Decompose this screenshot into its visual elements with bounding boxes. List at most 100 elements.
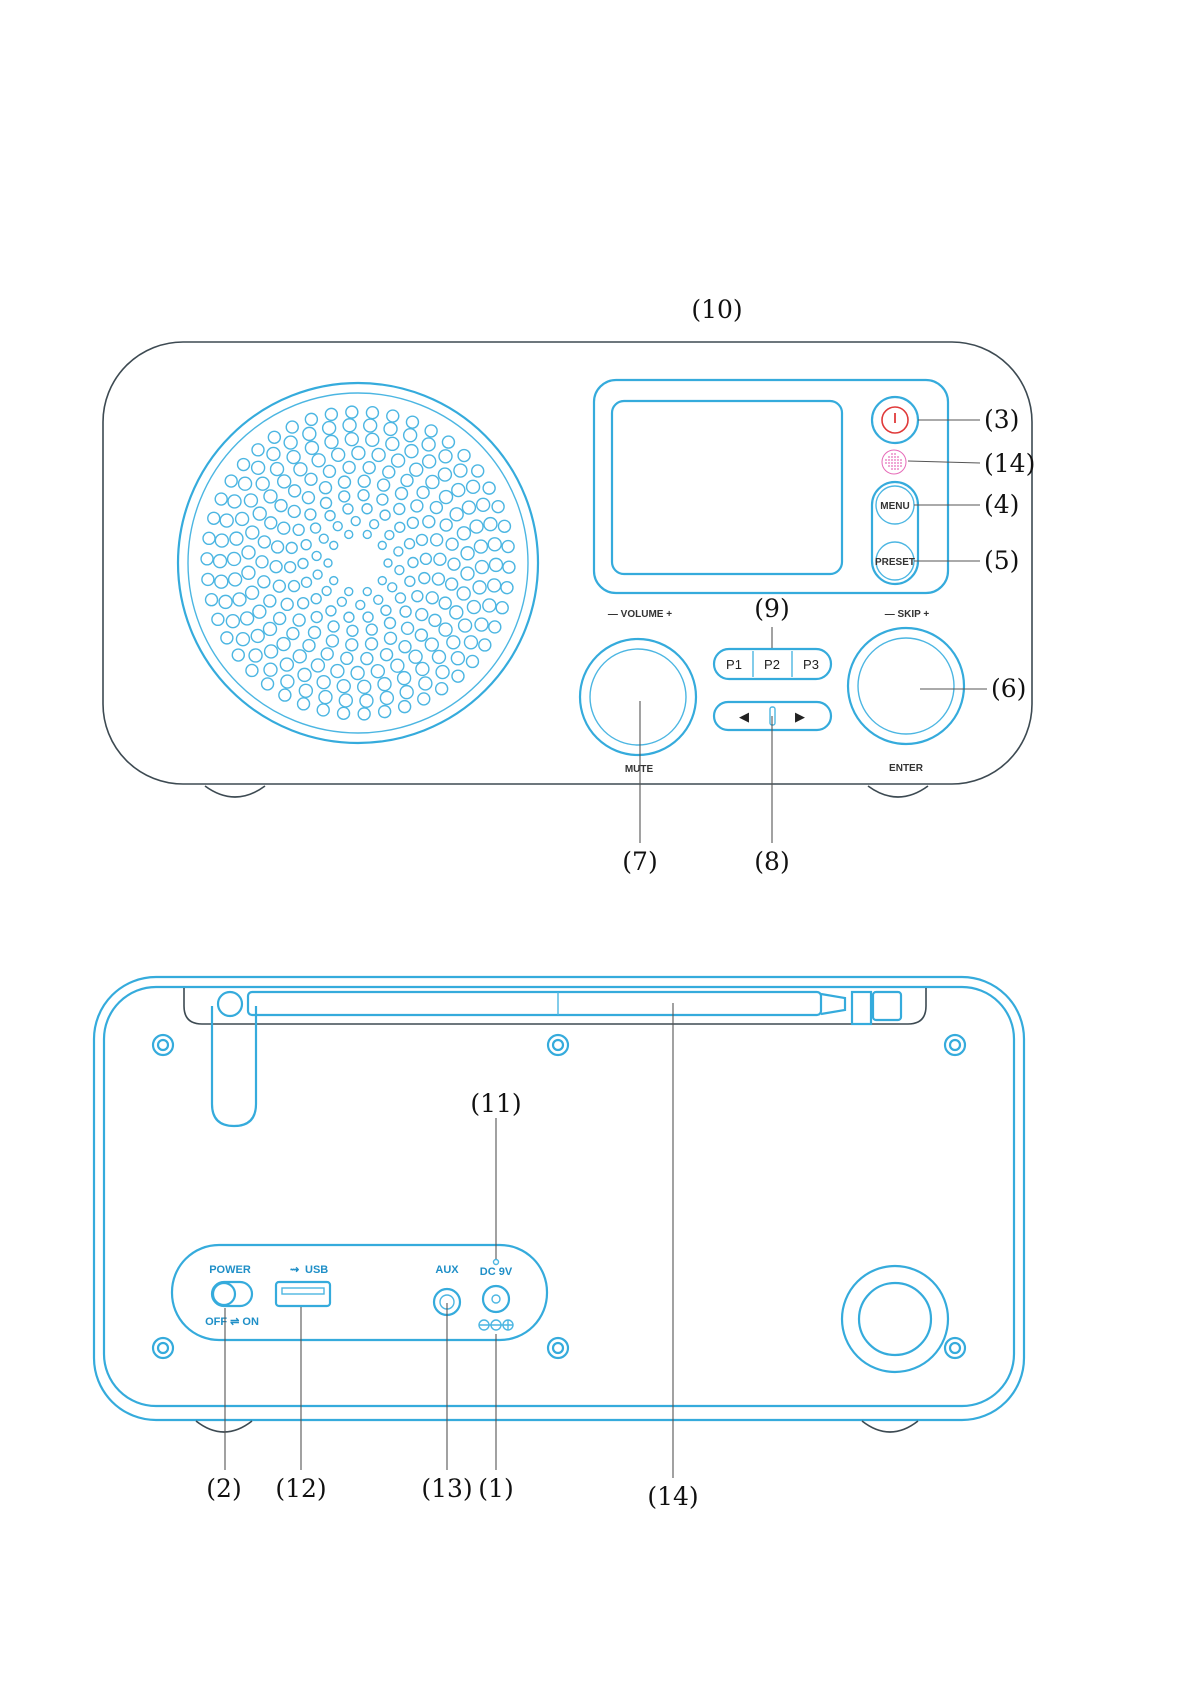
grille-hole (302, 492, 314, 504)
grille-hole (246, 664, 258, 676)
grille-hole (404, 429, 417, 442)
grille-hole (294, 463, 307, 476)
grille-hole (448, 558, 460, 570)
grille-hole (305, 441, 318, 454)
antenna-hinge (852, 992, 871, 1024)
grille-hole (401, 474, 413, 486)
grille-hole (256, 556, 268, 568)
grille-hole (400, 686, 413, 699)
grille-hole (422, 438, 435, 451)
skip-label: — SKIP + (885, 609, 930, 620)
grille-hole (406, 416, 418, 428)
aux-label: AUX (435, 1264, 459, 1276)
grille-hole (483, 599, 496, 612)
grille-hole (467, 480, 480, 493)
grille-hole (415, 629, 427, 641)
grille-hole (371, 665, 384, 678)
antenna-tip (821, 994, 845, 1014)
grille-hole (388, 583, 397, 592)
grille-hole (305, 509, 316, 520)
grille-hole (337, 597, 346, 606)
nav-left-icon[interactable]: ◀ (739, 709, 749, 724)
rear-view: POWER OFF ⇌ ON ⇝ USB AUX DC 9V (11) (2) (94, 977, 1024, 1511)
mic-dot (894, 459, 896, 461)
dc-jack[interactable] (483, 1286, 509, 1312)
nav-right-icon[interactable]: ▶ (795, 709, 805, 724)
grille-hole (405, 576, 415, 586)
grille-hole (328, 621, 339, 632)
grille-hole (279, 689, 291, 701)
grille-hole (326, 606, 336, 616)
grille-hole (384, 618, 395, 629)
grille-hole (439, 623, 452, 636)
grille-hole (239, 477, 252, 490)
grille-hole (366, 638, 378, 650)
antenna-pivot (218, 992, 242, 1016)
skip-knob-outer[interactable] (848, 628, 964, 744)
usb-port-tongue (282, 1288, 324, 1294)
grille-hole (313, 570, 322, 579)
grille-hole (271, 463, 284, 476)
grille-hole (214, 555, 227, 568)
grille-hole (293, 614, 305, 626)
grille-hole (298, 668, 311, 681)
grille-hole (358, 708, 370, 720)
grille-hole (489, 621, 501, 633)
grille-hole (323, 422, 336, 435)
screw (553, 1040, 563, 1050)
grille-hole (330, 541, 338, 549)
display-screen (612, 401, 842, 574)
mute-label: MUTE (625, 764, 654, 775)
grille-hole (446, 578, 458, 590)
grille-hole (405, 539, 415, 549)
grille-hole (439, 597, 451, 609)
grille-hole (447, 636, 460, 649)
callout-9: (9) (754, 594, 789, 623)
skip-knob[interactable] (858, 638, 954, 734)
callout-4: (4) (984, 490, 1019, 519)
grille-hole (215, 493, 227, 505)
grille-hole (251, 629, 264, 642)
grille-hole (381, 605, 391, 615)
grille-hole (458, 450, 470, 462)
mic-dot (897, 459, 899, 461)
screw (548, 1035, 568, 1055)
grille-hole (366, 433, 379, 446)
grille-hole (293, 650, 306, 663)
mic-dot (894, 456, 896, 458)
volume-knob[interactable] (590, 649, 686, 745)
grille-hole (464, 636, 477, 649)
preset-p3-button[interactable]: P3 (803, 657, 819, 672)
mic-dot (891, 462, 893, 464)
power-switch-knob[interactable] (213, 1283, 235, 1305)
grille-hole (457, 527, 470, 540)
power-switch-states: OFF ⇌ ON (205, 1316, 259, 1328)
grille-hole (203, 532, 215, 544)
grille-hole (338, 476, 350, 488)
mic-dot (900, 459, 902, 461)
grille-hole (331, 665, 344, 678)
grille-hole (416, 662, 429, 675)
grille-hole (225, 475, 237, 487)
grille-hole (312, 454, 325, 467)
preset-p2-button[interactable]: P2 (764, 657, 780, 672)
mic-dot (897, 465, 899, 467)
grille-hole (425, 638, 438, 651)
mic-dot (891, 459, 893, 461)
mic-dot (897, 462, 899, 464)
grille-hole (323, 465, 335, 477)
screw (553, 1343, 563, 1353)
grille-hole (436, 683, 448, 695)
grille-hole (430, 502, 442, 514)
grille-hole (226, 615, 239, 628)
mic-dot (888, 465, 890, 467)
screw (158, 1040, 168, 1050)
grille-hole (459, 619, 472, 632)
preset-p1-button[interactable]: P1 (726, 657, 742, 672)
grille-hole (230, 532, 243, 545)
grille-hole (398, 672, 411, 685)
volume-knob-outer[interactable] (580, 639, 696, 755)
enter-label: ENTER (889, 763, 924, 774)
grille-hole (215, 575, 228, 588)
grille-hole (489, 558, 502, 571)
